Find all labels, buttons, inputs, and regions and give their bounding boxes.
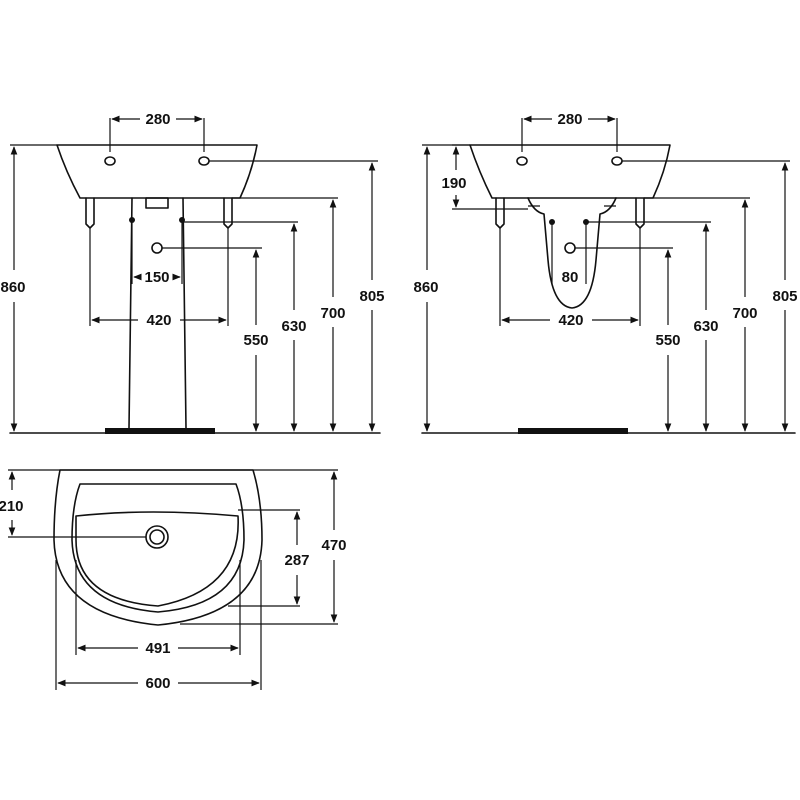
dim-bowl-depth: 287 — [284, 552, 309, 569]
tap-hole-left-right — [516, 156, 528, 166]
dim-overall-depth: 470 — [321, 537, 346, 554]
tap-hole-right — [198, 156, 210, 166]
dim-overall-width: 600 — [145, 675, 170, 692]
dim-rim-height: 805 — [359, 288, 384, 305]
dim-front-to-waste: 210 — [0, 498, 24, 515]
basin-inner-rim — [71, 483, 245, 613]
dim-waste-height-right: 550 — [655, 332, 680, 349]
tap-hole-left — [104, 156, 116, 166]
dim-overall-height: 860 — [0, 279, 25, 296]
dim-outlet-spacing: 150 — [144, 269, 169, 286]
waste-outlet-right — [564, 242, 576, 254]
fixing-point-left — [129, 217, 135, 223]
pedestal-base — [105, 428, 215, 434]
basin-outline — [56, 144, 258, 199]
fixing-point-right-right — [583, 219, 589, 225]
dim-tap-spacing-right: 280 — [557, 111, 582, 128]
supply-pipe-left — [85, 197, 95, 229]
semi-pedestal — [527, 197, 617, 309]
overflow-slot — [145, 197, 169, 209]
bowl-outline — [75, 511, 239, 607]
dim-waste-spacing-right: 420 — [558, 312, 583, 329]
dim-waste-spacing: 420 — [146, 312, 171, 329]
fixing-point-right — [179, 217, 185, 223]
basin-outline-right — [469, 144, 671, 199]
dim-trap-spacing: 80 — [562, 269, 579, 286]
plan-view: 210 287 470 491 600 — [0, 469, 347, 692]
supply-pipe-right-right — [635, 197, 645, 229]
dim-rim-under-height: 700 — [320, 305, 345, 322]
dim-waste-height: 550 — [243, 332, 268, 349]
basin-plan-outline — [53, 469, 263, 626]
dim-rim-height-right: 805 — [772, 288, 797, 305]
fixing-point-left-right — [549, 219, 555, 225]
dim-tap-spacing: 280 — [145, 111, 170, 128]
dim-rim-under-height-right: 700 — [732, 305, 757, 322]
dim-bowl-width: 491 — [145, 640, 170, 657]
tap-hole-right-right — [611, 156, 623, 166]
front-view: 280 860 150 420 550 630 700 — [0, 111, 385, 434]
floor-marker — [518, 428, 628, 434]
dim-rim-to-fixing: 190 — [441, 175, 466, 192]
dim-outlet-height: 630 — [281, 318, 306, 335]
plan-waste-inner — [149, 529, 165, 545]
waste-outlet — [151, 242, 163, 254]
dim-overall-height-right: 860 — [413, 279, 438, 296]
supply-pipe-left-right — [495, 197, 505, 229]
supply-pipe-right — [223, 197, 233, 229]
dim-outlet-height-right: 630 — [693, 318, 718, 335]
semi-pedestal-view: 280 190 860 80 420 550 630 — [413, 111, 798, 434]
